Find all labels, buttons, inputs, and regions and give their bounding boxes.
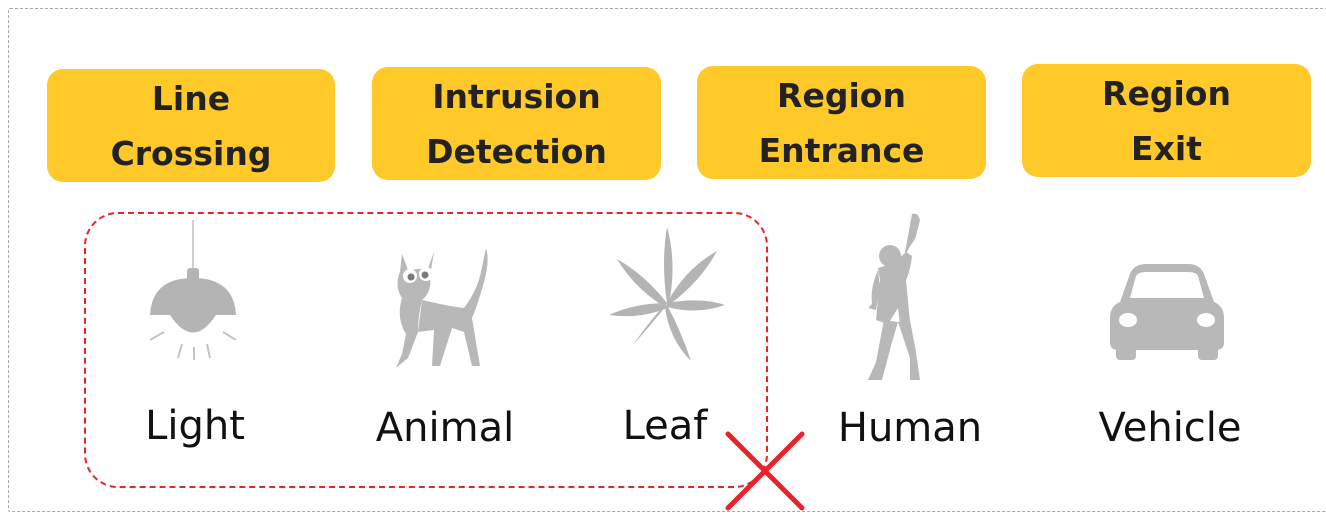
badge-intrusion-detection-line1: Intrusion [432,76,601,116]
target-label-light: Light [145,403,245,449]
badge-line-crossing-line1: Line [151,78,231,118]
badge-line-crossing-line2: Crossing [110,133,272,173]
badge-region-exit: Region Exit [1022,64,1311,177]
cat-icon [396,248,488,368]
target-label-human: Human [837,405,983,451]
badge-line-crossing: Line Crossing [47,69,335,182]
person-icon [868,213,920,380]
badge-region-exit-line1: Region [1102,73,1231,113]
target-label-vehicle: Vehicle [1098,405,1242,451]
badge-region-entrance-line2: Entrance [758,130,925,170]
badge-region-exit-line2: Exit [1131,128,1202,168]
target-label-animal: Animal [375,405,515,451]
badge-intrusion-detection: Intrusion Detection [372,67,661,180]
excluded-targets-group [84,212,768,488]
leaf-icon [609,227,725,361]
badge-intrusion-detection-line2: Detection [426,131,607,171]
car-icon [1110,264,1224,360]
badge-region-entrance: Region Entrance [697,66,986,179]
outer-frame [8,8,1326,512]
exclude-x-mark [725,431,805,511]
badge-region-entrance-line1: Region [777,75,906,115]
target-label-leaf: Leaf [622,403,708,449]
lamp-icon [149,220,237,360]
